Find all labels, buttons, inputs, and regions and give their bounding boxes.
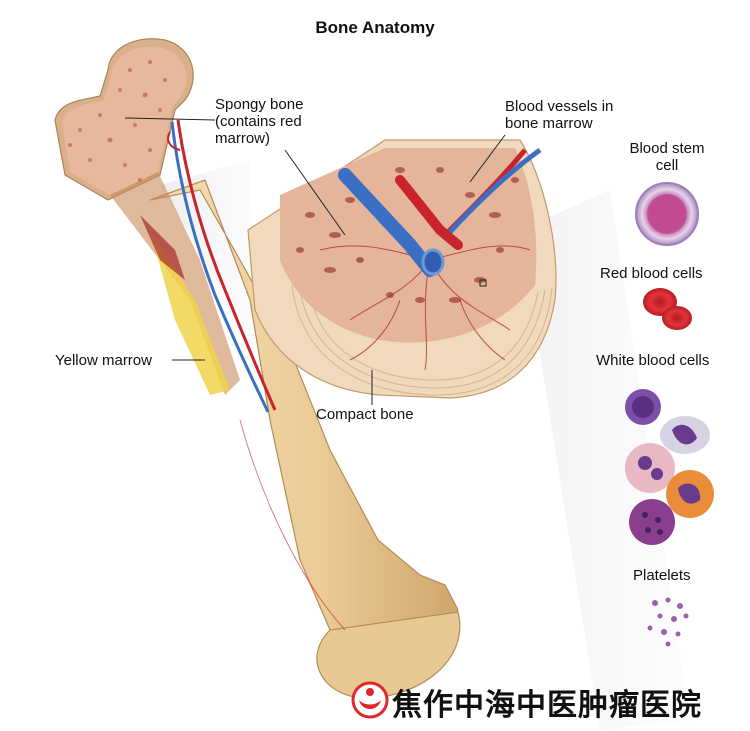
spongy-bone-label: Spongy bone (contains red marrow): [215, 96, 303, 147]
watermark-text: 焦作中海中医肿瘤医院: [392, 688, 702, 723]
blood-stem-cell-illustration: [635, 182, 699, 246]
blood-stem-cell-label: Blood stem cell: [612, 140, 722, 174]
white-blood-cells-label: White blood cells: [596, 352, 710, 369]
blood-vessels-label: Blood vessels in bone marrow: [505, 98, 613, 132]
watermark-logo: [351, 681, 389, 719]
red-blood-cells-label: Red blood cells: [600, 265, 703, 282]
projection-cone-left: [160, 160, 255, 395]
platelets-illustration: [647, 597, 689, 647]
leader-lines: [124, 117, 506, 405]
compact-bone-label: Compact bone: [316, 406, 414, 423]
spongy-texture-upper: [68, 60, 167, 182]
blood-vessels-label-line2: bone marrow: [505, 115, 593, 132]
diagram-title: Bone Anatomy: [315, 18, 435, 37]
spongy-texture-section: [296, 167, 519, 303]
blood-stem-cell-label-line1: Blood stem: [629, 140, 705, 157]
blood-stem-cell-label-line2: cell: [655, 157, 679, 174]
white-blood-cells-illustration: [625, 389, 714, 545]
yellow-marrow-label: Yellow marrow: [55, 352, 152, 369]
red-blood-cells-illustration: [643, 288, 692, 330]
spongy-bone-label-line2: (contains red: [215, 113, 302, 130]
projection-cone-right: [520, 190, 690, 730]
spongy-bone-label-line3: marrow): [215, 130, 270, 147]
bone-cross-section: [247, 139, 557, 399]
platelets-label: Platelets: [633, 567, 691, 584]
femur-bone: [54, 38, 461, 699]
spongy-bone-label-line1: Spongy bone: [215, 96, 304, 113]
blood-vessels-label-line1: Blood vessels in: [505, 98, 614, 115]
